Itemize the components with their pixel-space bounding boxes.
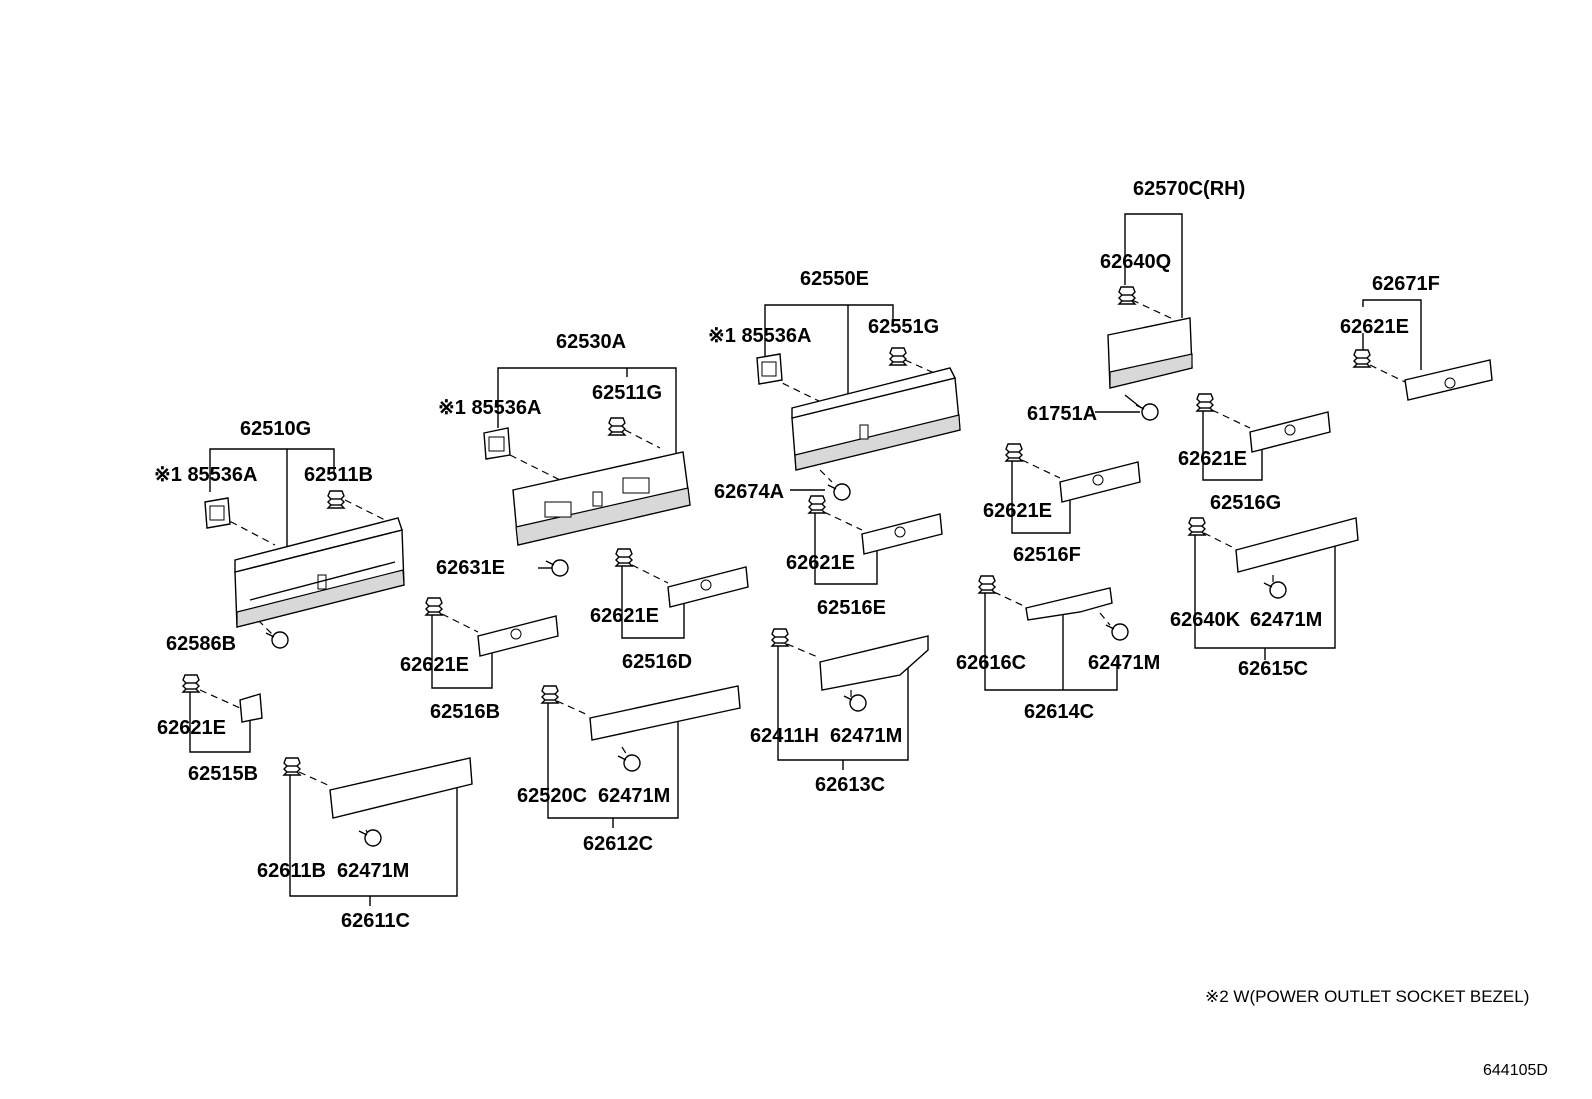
fastener-62674a	[827, 483, 851, 501]
label-62586b: 62586B	[166, 633, 236, 655]
label-85536a: ※1 85536A	[154, 464, 258, 486]
fastener-62471m-c	[843, 694, 867, 712]
clip-62616c	[978, 575, 996, 594]
cover-62515b	[239, 693, 263, 723]
clip-62511b	[327, 490, 345, 509]
label-62516b: 62516B	[430, 701, 500, 723]
cover-62516f	[1059, 461, 1141, 503]
clip-62621e-g	[182, 674, 200, 693]
fastener-62471m-d	[617, 754, 641, 772]
cover-62671f	[1404, 359, 1493, 401]
clip-62511g	[608, 417, 626, 436]
label-62631e: 62631E	[436, 557, 505, 579]
label-62511b: 62511B	[304, 464, 373, 486]
clip-62520c	[541, 685, 559, 704]
clip-62621e-f	[425, 597, 443, 616]
label-62621e: 62621E	[157, 717, 226, 739]
label-62515b: 62515B	[188, 763, 258, 785]
fastener-62471m-e	[358, 829, 382, 847]
fastener-62471m-a	[1263, 581, 1287, 599]
label-62471m: 62471M	[598, 785, 670, 807]
clip-62621e-b	[1196, 393, 1214, 412]
label-62615c: 62615C	[1238, 658, 1308, 680]
cover-62516d	[667, 566, 749, 608]
label-62621e: 62621E	[400, 654, 469, 676]
label-62640k: 62640K	[1170, 609, 1241, 631]
parts	[182, 286, 1493, 847]
footnote: ※2 W(POWER OUTLET SOCKET BEZEL)	[1205, 987, 1529, 1006]
label-62471m: 62471M	[830, 725, 902, 747]
clip-62640q	[1118, 286, 1136, 305]
strip-62611c	[329, 757, 473, 819]
label-62614c: 62614C	[1024, 701, 1094, 723]
strip-62614c	[1025, 587, 1113, 621]
label-62671f: 62671F	[1372, 273, 1440, 295]
label-62516d: 62516D	[622, 651, 692, 673]
clip-62621e-e	[615, 548, 633, 567]
strip-62613c	[819, 635, 929, 691]
fastener-62586b	[265, 631, 289, 649]
clip-62640k	[1188, 517, 1206, 536]
label-62511g: 62511G	[592, 382, 662, 404]
clip-62411h	[771, 628, 789, 647]
clip-62621e-c	[1005, 443, 1023, 462]
label-62621e: 62621E	[786, 552, 855, 574]
bezel-85536a-b	[483, 427, 511, 460]
label-62613c: 62613C	[815, 774, 885, 796]
strip-62615c	[1235, 517, 1359, 573]
label-62530a: 62530A	[556, 331, 626, 353]
label-62611b: 62611B	[257, 860, 326, 882]
label-62510g: 62510G	[240, 418, 311, 440]
label-62520c: 62520C	[517, 785, 587, 807]
label-62516f: 62516F	[1013, 544, 1081, 566]
strip-62612c	[589, 685, 741, 741]
label-62616c: 62616C	[956, 652, 1026, 674]
cover-62516e	[861, 513, 943, 555]
label-62640q: 62640Q	[1100, 251, 1171, 273]
label-61751a: 61751A	[1027, 403, 1097, 425]
label-62550e: 62550E	[800, 268, 869, 290]
label-62621e: 62621E	[1340, 316, 1409, 338]
clip-62621e-d	[808, 495, 826, 514]
label-62621e: 62621E	[1178, 448, 1247, 470]
label-62551g: 62551G	[868, 316, 939, 338]
label-62471m: 62471M	[1088, 652, 1160, 674]
label-85536a: ※1 85536A	[708, 325, 812, 347]
fastener-62471m-b	[1105, 623, 1129, 641]
label-62621e: 62621E	[983, 500, 1052, 522]
label-62674a: 62674A	[714, 481, 784, 503]
clip-62551g	[889, 347, 907, 366]
cover-62516g	[1249, 411, 1331, 453]
panel-62550e	[791, 367, 961, 471]
leader-lines	[189, 213, 1422, 906]
panel-62510g	[234, 517, 405, 628]
label-62471m: 62471M	[1250, 609, 1322, 631]
panel-62530a	[512, 451, 691, 546]
label-62611c: 62611C	[341, 910, 410, 932]
clip-62621e-a	[1353, 349, 1371, 368]
label-62621e: 62621E	[590, 605, 659, 627]
label-62570c: 62570C(RH)	[1133, 178, 1245, 200]
label-62612c: 62612C	[583, 833, 653, 855]
bezel-85536a-a	[204, 497, 231, 529]
clip-62611b	[283, 757, 301, 776]
drawing-code: 644105D	[1483, 1062, 1548, 1079]
part-labels: 62570C(RH) 62640Q 62671F 62621E 62550E ※…	[154, 178, 1440, 932]
bezel-85536a-c	[756, 353, 783, 385]
label-62471m: 62471M	[337, 860, 409, 882]
label-85536a: ※1 85536A	[438, 397, 542, 419]
label-62411h: 62411H	[750, 725, 819, 747]
label-62516g: 62516G	[1210, 492, 1281, 514]
label-62516e: 62516E	[817, 597, 886, 619]
cover-62516b	[477, 615, 559, 657]
panel-62570c	[1107, 317, 1193, 389]
